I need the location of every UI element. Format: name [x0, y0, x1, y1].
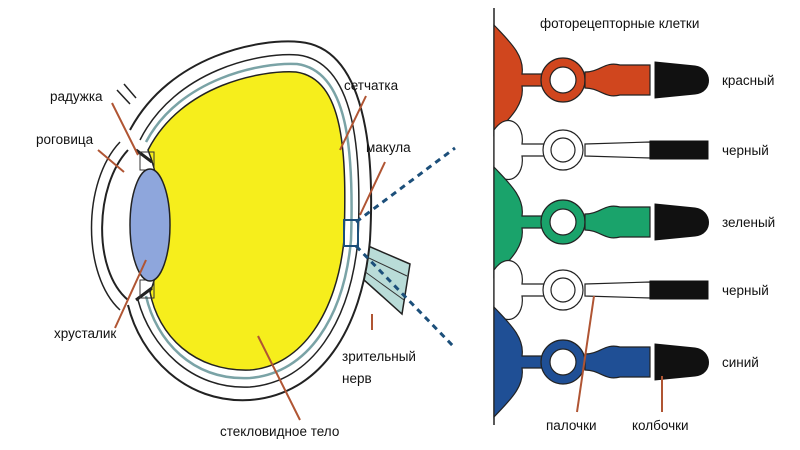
cell-inner-segment: [584, 141, 651, 159]
cell-inner-segment: [584, 63, 651, 97]
photoreceptor-cone: [493, 305, 709, 419]
cell-outer-segment: [654, 343, 709, 381]
cell-inner-segment: [584, 345, 651, 379]
retina: [144, 62, 353, 380]
macula-box: [343, 219, 359, 247]
cell-foot: [493, 119, 546, 181]
label-retina: сетчатка: [344, 78, 399, 93]
label-iris: радужка: [50, 89, 103, 104]
lens: [129, 168, 171, 282]
label-cones: колбочки: [632, 418, 689, 433]
label-macula: макула: [366, 140, 411, 155]
rods-leader: [576, 295, 595, 413]
cell-foot: [493, 165, 546, 279]
label-rods: палочки: [546, 418, 597, 433]
iris: [135, 148, 153, 302]
cell-label: зеленый: [722, 215, 775, 230]
eye-cross-section: [90, 40, 411, 402]
cell-outer-segment: [654, 203, 709, 241]
cell-inner-segment: [584, 205, 651, 239]
cells-title: фоторецепторные клетки: [540, 16, 699, 31]
cell-label: черный: [722, 283, 769, 298]
label-lens: хрусталик: [54, 326, 116, 341]
zoom-line-bottom: [354, 244, 457, 350]
cell-outer-segment: [654, 61, 709, 99]
photoreceptor-cone: [493, 165, 709, 279]
label-cornea: роговица: [36, 132, 94, 147]
vitreous-body: [147, 71, 346, 371]
cell-inner-segment: [584, 281, 651, 299]
cell-foot: [493, 23, 546, 137]
cell-label: черный: [722, 143, 769, 158]
photoreceptor-rod: [493, 119, 709, 181]
cell-outer-segment: [649, 140, 709, 160]
photoreceptor-rows: красный черный зеленый черный синий: [493, 23, 775, 419]
cornea: [101, 149, 129, 301]
label-vitreous: стекловидное тело: [220, 424, 339, 439]
photoreceptor-cone: [493, 23, 709, 137]
zoom-line-top: [355, 146, 456, 224]
cell-label: красный: [722, 73, 774, 88]
cell-foot: [493, 305, 546, 419]
eye-leader-lines: [97, 95, 386, 421]
photoreceptor-rod: [493, 259, 709, 321]
label-optic-nerve-1: зрительный: [342, 349, 416, 364]
label-optic-nerve-2: нерв: [342, 371, 372, 386]
cell-outer-segment: [649, 280, 709, 300]
cell-label: синий: [722, 355, 759, 370]
cell-foot: [493, 259, 546, 321]
